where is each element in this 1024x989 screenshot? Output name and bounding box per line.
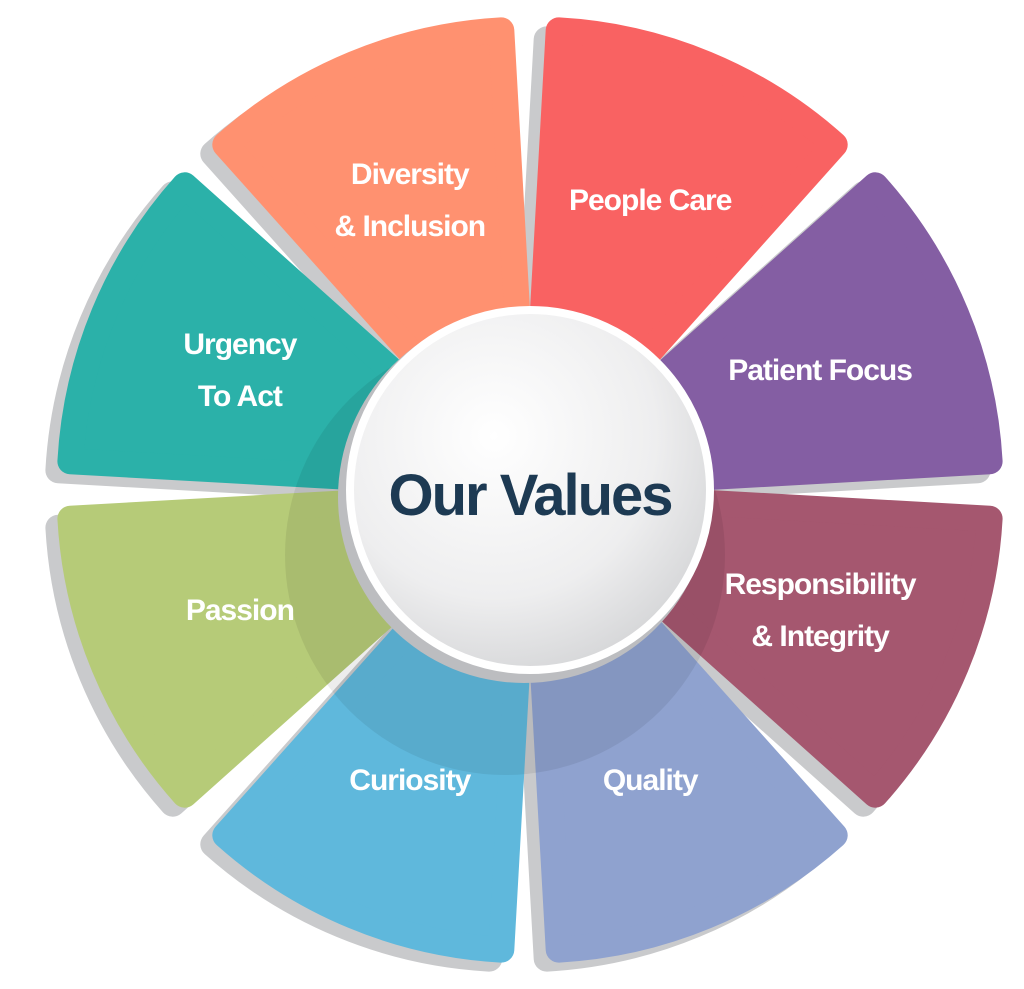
value-label: Diversity & Inclusion [334,158,485,243]
value-label-line: & Integrity [751,620,890,653]
value-label: Urgency To Act [183,328,297,413]
center-circle [346,306,714,674]
value-segment [614,487,1003,808]
value-label-line: Responsibility [725,568,917,601]
value-label: Responsibility & Integrity [725,568,917,653]
value-label-line: Urgency [183,328,297,361]
value-label: Patient Focus [728,354,912,387]
value-label-line: To Act [198,380,283,413]
value-label-line: & Inclusion [334,210,485,243]
value-segment [57,487,446,808]
value-label-line: Patient Focus [728,354,912,387]
value-segment [57,172,446,493]
value-label-line: Diversity [351,158,470,191]
value-segment [212,574,533,963]
value-label: Curiosity [349,764,471,797]
value-label-line: People Care [569,184,732,217]
center-title: Our Values [388,463,671,528]
value-segment [527,574,848,963]
value-label: Passion [186,594,294,627]
value-segment [212,17,533,406]
value-label: Quality [603,764,699,797]
value-segment [527,17,848,406]
value-label-line: Curiosity [349,764,471,797]
value-label: People Care [569,184,732,217]
segments [57,17,1003,963]
value-label-line: Passion [186,594,294,627]
value-segment [614,172,1003,493]
value-label-line: Quality [603,764,699,797]
